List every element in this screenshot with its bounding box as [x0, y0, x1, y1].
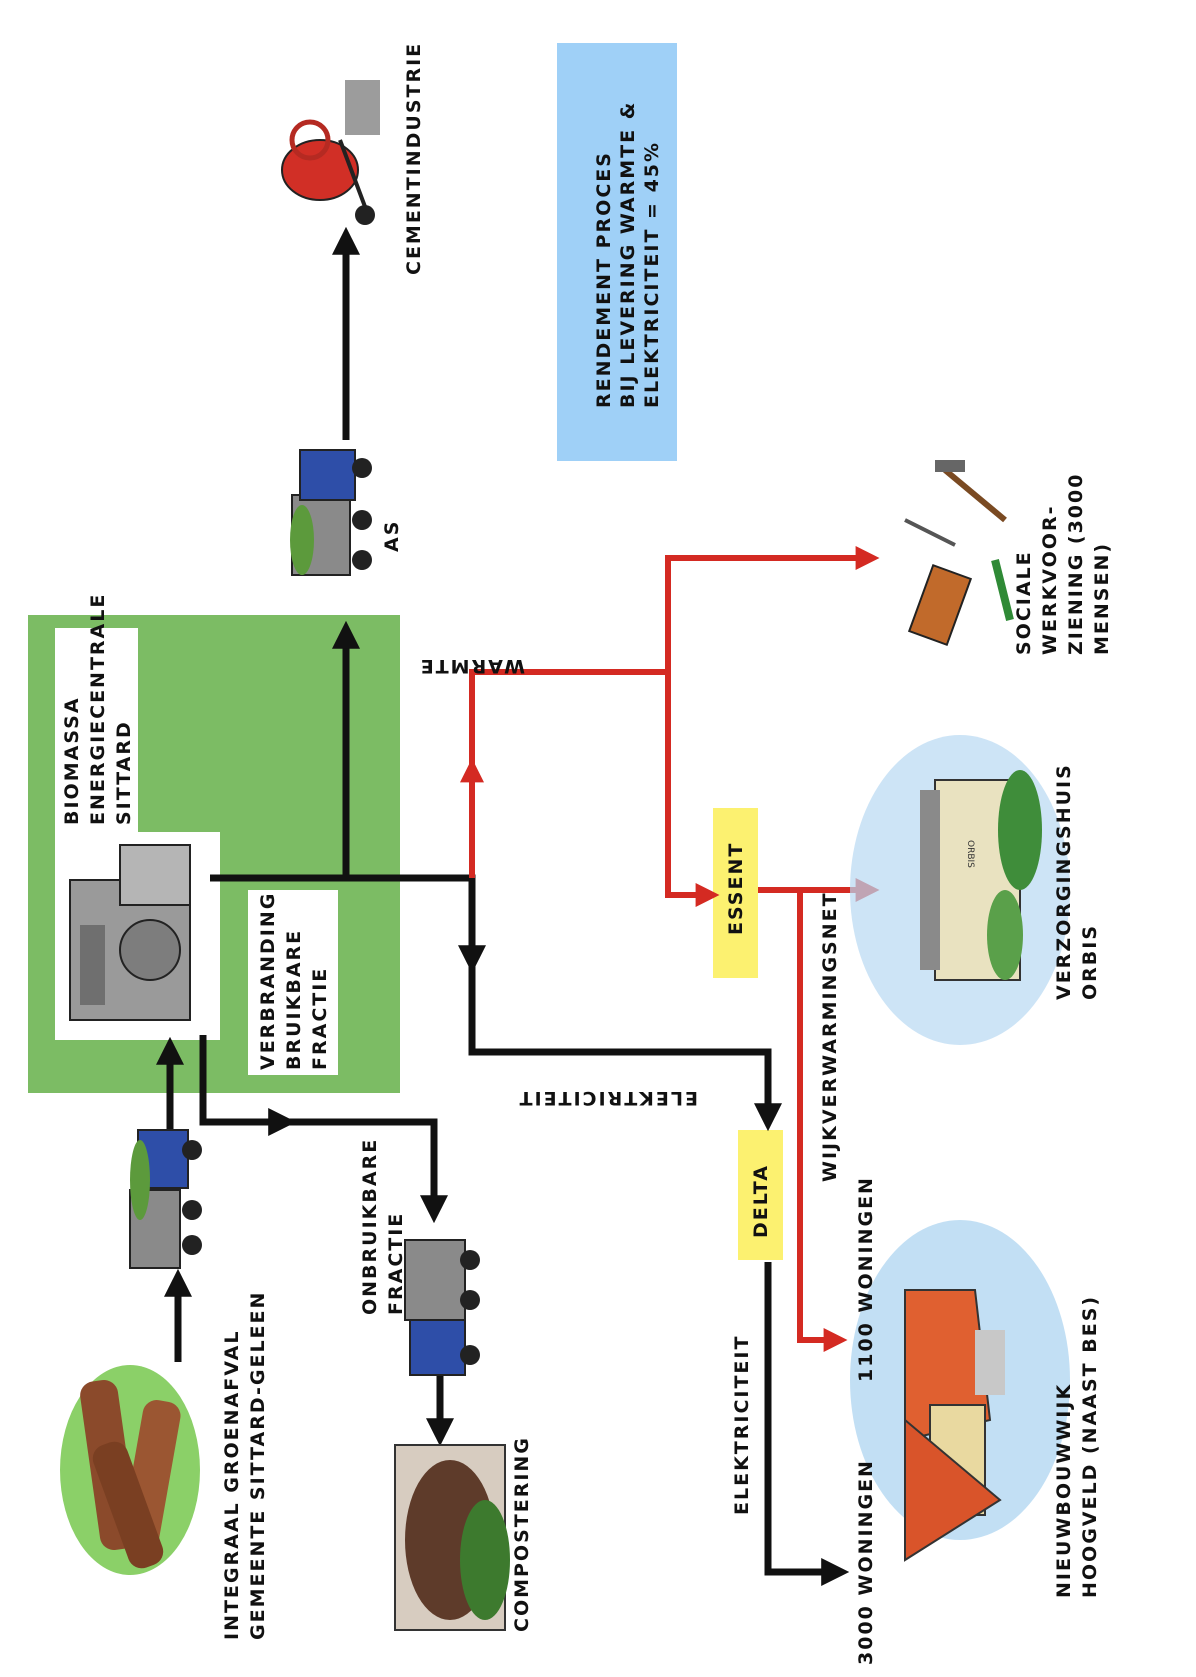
label-verzorgingshuis: VERZORGINGSHUIS ORBIS — [1053, 755, 1101, 1000]
label-rendement: RENDEMENT PROCES BIJ LEVERING WARMTE & E… — [593, 92, 663, 408]
plant-label-box — [55, 628, 138, 828]
label-verbranding: VERBRANDING BRUIKBARE FRACTIE — [257, 883, 331, 1070]
arrow-plant-output — [210, 874, 782, 1132]
arrow-plant-to-onbruikbare — [199, 1035, 448, 1224]
cement-mixer-illustration — [281, 80, 380, 225]
truck-icon — [129, 1129, 202, 1269]
label-delta: DELTA — [750, 1164, 772, 1238]
orbis-sign: ORBIS — [965, 840, 975, 868]
label-nieuwbouwwijk: NIEUWBOUWWIJK HOOGVELD (NAAST BES) — [1053, 1295, 1101, 1598]
essent-box — [713, 808, 758, 978]
groenafval-illustration — [60, 1365, 200, 1575]
label-compostering: COMPOSTERING — [511, 1436, 533, 1632]
text-labels: INTEGRAAL GROENAFVAL GEMEENTE SITTARD-GE… — [61, 42, 1113, 1665]
arrow-delta-to-3000 — [764, 1262, 850, 1586]
label-cementindustrie: CEMENTINDUSTRIE — [403, 42, 425, 275]
compost-illustration — [394, 1444, 510, 1631]
label-centrale: BIOMASSA ENERGIECENTRALE SITTARD — [61, 584, 135, 825]
label-1100-woningen: 1100 WONINGEN — [855, 1176, 877, 1382]
houses-illustration — [850, 1220, 1070, 1562]
label-as: AS — [381, 520, 403, 552]
label-groenafval: INTEGRAAL GROENAFVAL GEMEENTE SITTARD-GE… — [221, 1291, 269, 1640]
label-3000-woningen: 3000 WONINGEN — [855, 1459, 877, 1665]
label-elektriciteit-bottom: ELEKTRICITEIT — [731, 1335, 753, 1515]
delta-box — [738, 1130, 783, 1260]
red-arrows — [460, 546, 880, 1352]
tools-illustration — [904, 460, 1014, 647]
label-warmte: WARMTE — [419, 655, 525, 677]
label-wijkverwarmingsnet: WIJKVERWARMINGSNET — [819, 891, 841, 1182]
rendement-box — [557, 43, 677, 461]
truck-as-icon — [290, 449, 372, 576]
label-essent: ESSENT — [725, 842, 747, 935]
label-sociale: SOCIALE WERKVOOR- ZIENING (3000 MENSEN) — [1013, 464, 1113, 655]
plant-machine-illustration — [69, 844, 191, 1021]
care-home-illustration: ORBIS — [850, 735, 1070, 1045]
truck-onbruikbare-icon — [404, 1239, 480, 1376]
arrow-warmte-to-essent — [665, 672, 720, 907]
arrow-essent-to-1100 — [797, 890, 848, 1352]
label-elektriciteit-top: ELEKTRICITEIT — [518, 1087, 698, 1109]
verbranding-box — [248, 890, 338, 1075]
label-onbruikbare: ONBRUIKBARE FRACTIE — [359, 1129, 407, 1315]
black-arrows — [156, 226, 850, 1586]
